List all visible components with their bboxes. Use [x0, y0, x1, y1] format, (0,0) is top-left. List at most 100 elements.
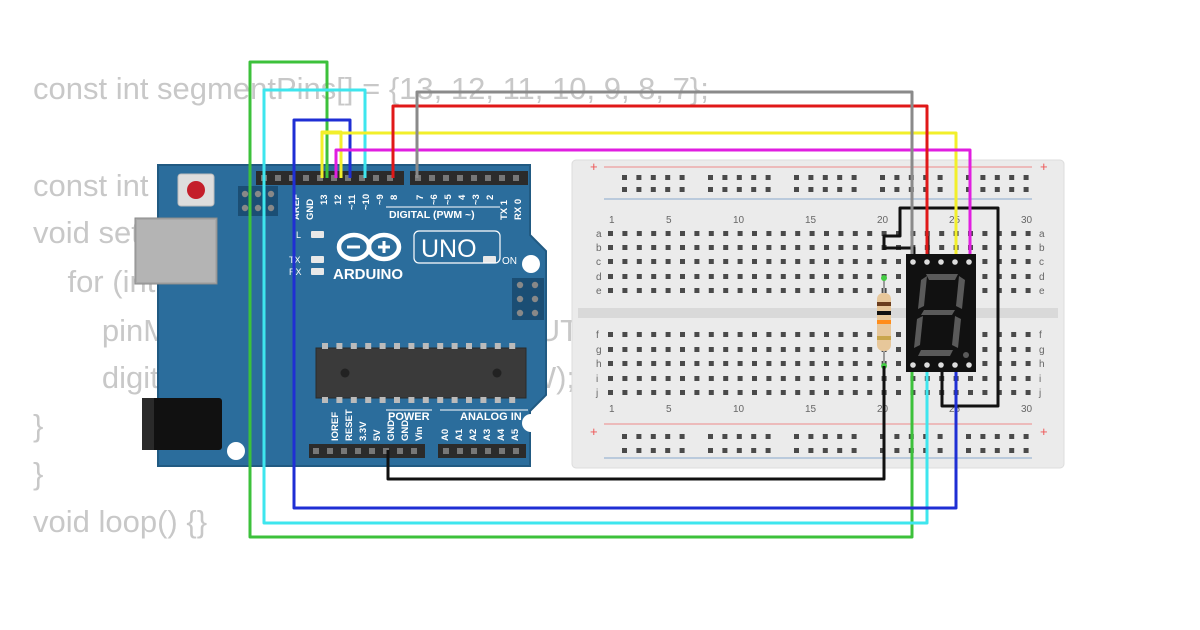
chip-pin[interactable] [422, 397, 429, 403]
header-pin[interactable] [355, 448, 361, 454]
rail-hole[interactable] [1023, 434, 1029, 439]
breadboard-hole[interactable] [809, 288, 815, 293]
breadboard-hole[interactable] [708, 245, 714, 250]
rail-hole[interactable] [980, 448, 986, 453]
rail-hole[interactable] [894, 434, 900, 439]
rail-hole[interactable] [1023, 175, 1029, 180]
breadboard-hole[interactable] [780, 274, 786, 279]
breadboard-hole[interactable] [752, 376, 757, 381]
breadboard-hole[interactable] [780, 390, 786, 395]
rail-hole[interactable] [765, 448, 771, 453]
breadboard-hole[interactable] [708, 288, 714, 293]
reset-button-cap[interactable] [187, 181, 205, 199]
breadboard-hole[interactable] [723, 347, 729, 352]
breadboard-hole[interactable] [766, 376, 772, 381]
breadboard-hole[interactable] [766, 390, 772, 395]
breadboard-hole[interactable] [809, 361, 815, 366]
breadboard-hole[interactable] [838, 347, 844, 352]
breadboard-hole[interactable] [780, 259, 786, 264]
header-pin[interactable] [471, 448, 477, 454]
breadboard[interactable]: + + + + 1 5 10 15 20 25 30 1 5 10 15 20 … [571, 159, 1065, 469]
rail-hole[interactable] [751, 434, 757, 439]
chip-pin[interactable] [509, 343, 516, 349]
breadboard-hole[interactable] [622, 288, 628, 293]
breadboard-hole[interactable] [838, 376, 844, 381]
rail-hole[interactable] [622, 175, 627, 180]
breadboard-hole[interactable] [752, 274, 757, 279]
breadboard-hole[interactable] [737, 376, 743, 381]
breadboard-hole[interactable] [1011, 245, 1017, 250]
breadboard-hole[interactable] [809, 390, 815, 395]
breadboard-hole[interactable] [680, 390, 685, 395]
breadboard-hole[interactable] [838, 361, 844, 366]
breadboard-hole[interactable] [752, 259, 757, 264]
rail-hole[interactable] [980, 434, 986, 439]
breadboard-hole[interactable] [824, 231, 829, 236]
breadboard-hole[interactable] [608, 347, 613, 352]
breadboard-hole[interactable] [824, 376, 829, 381]
wire-magenta[interactable] [334, 148, 972, 254]
breadboard-hole[interactable] [1025, 390, 1031, 395]
chip-pin[interactable] [451, 397, 458, 403]
breadboard-hole[interactable] [766, 231, 772, 236]
seven-segment-display[interactable] [906, 254, 976, 372]
breadboard-hole[interactable] [824, 361, 829, 366]
breadboard-hole[interactable] [852, 231, 858, 236]
rail-hole[interactable] [636, 187, 642, 192]
rail-hole[interactable] [722, 434, 728, 439]
breadboard-hole[interactable] [651, 361, 657, 366]
breadboard-hole[interactable] [737, 245, 743, 250]
header-pin[interactable] [369, 448, 375, 454]
chip-pin[interactable] [322, 397, 328, 403]
header-pin[interactable] [499, 448, 505, 454]
header-pin[interactable] [345, 175, 351, 181]
breadboard-hole[interactable] [838, 259, 844, 264]
breadboard-hole[interactable] [622, 332, 628, 337]
rail-hole[interactable] [622, 434, 627, 439]
breadboard-hole[interactable] [896, 259, 901, 264]
breadboard-hole[interactable] [665, 332, 671, 337]
rail-hole[interactable] [894, 187, 900, 192]
breadboard-hole[interactable] [651, 245, 657, 250]
breadboard-hole[interactable] [636, 361, 642, 366]
breadboard-hole[interactable] [723, 332, 729, 337]
breadboard-hole[interactable] [737, 361, 743, 366]
rail-hole[interactable] [837, 175, 843, 180]
rail-hole[interactable] [937, 434, 943, 439]
breadboard-hole[interactable] [737, 332, 743, 337]
rail-hole[interactable] [822, 187, 828, 192]
breadboard-hole[interactable] [651, 274, 657, 279]
chip-pin[interactable] [466, 397, 472, 403]
breadboard-hole[interactable] [766, 274, 772, 279]
breadboard-hole[interactable] [824, 274, 829, 279]
breadboard-hole[interactable] [651, 347, 657, 352]
rail-hole[interactable] [708, 434, 713, 439]
chip-pin[interactable] [480, 397, 487, 403]
breadboard-hole[interactable] [694, 390, 700, 395]
breadboard-hole[interactable] [694, 332, 700, 337]
rail-hole[interactable] [722, 175, 728, 180]
rail-hole[interactable] [1023, 187, 1029, 192]
rail-hole[interactable] [837, 187, 843, 192]
breadboard-hole[interactable] [636, 332, 642, 337]
breadboard-hole[interactable] [608, 288, 613, 293]
rail-hole[interactable] [722, 187, 728, 192]
breadboard-hole[interactable] [838, 390, 844, 395]
rail-hole[interactable] [937, 187, 943, 192]
breadboard-hole[interactable] [737, 288, 743, 293]
chip-pin[interactable] [379, 343, 386, 349]
breadboard-hole[interactable] [838, 245, 844, 250]
header-pin[interactable] [457, 448, 463, 454]
breadboard-hole[interactable] [896, 274, 901, 279]
breadboard-hole[interactable] [723, 245, 729, 250]
chip-pin[interactable] [408, 397, 415, 403]
breadboard-hole[interactable] [694, 376, 700, 381]
breadboard-hole[interactable] [982, 332, 988, 337]
breadboard-hole[interactable] [982, 259, 988, 264]
breadboard-hole[interactable] [780, 347, 786, 352]
rail-hole[interactable] [994, 175, 1000, 180]
breadboard-hole[interactable] [852, 259, 858, 264]
rail-hole[interactable] [636, 434, 642, 439]
breadboard-hole[interactable] [896, 361, 901, 366]
breadboard-hole[interactable] [608, 390, 613, 395]
